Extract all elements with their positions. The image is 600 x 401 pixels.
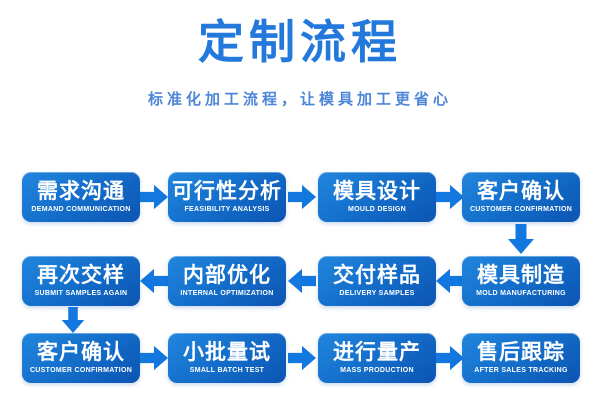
- step-subtitle: AFTER SALES TRACKING: [474, 367, 568, 374]
- step-subtitle: DEMAND COMMUNICATION: [31, 206, 131, 213]
- step-title: 交付样品: [333, 264, 421, 287]
- step-title: 进行量产: [333, 341, 421, 364]
- step-title: 小批量试: [183, 341, 271, 364]
- step-title: 模具设计: [333, 180, 421, 203]
- flow-step-feasibility-analysis: 可行性分析 FEASIBILITY ANALYSIS: [168, 172, 286, 222]
- arrow-right-icon: [288, 345, 316, 371]
- step-title: 客户确认: [477, 180, 565, 203]
- arrow-down-icon: [508, 224, 534, 254]
- step-subtitle: MOULD DESIGN: [347, 206, 407, 213]
- arrow-right-icon: [436, 184, 464, 210]
- page-subtitle: 标准化加工流程，让模具加工更省心: [147, 91, 452, 108]
- arrow-right-icon: [140, 184, 168, 210]
- flow-step-customer-confirmation-1: 客户确认 CUSTOMER CONFIRMATION: [462, 172, 580, 222]
- step-title: 需求沟通: [37, 180, 125, 203]
- step-title: 再次交样: [37, 264, 125, 287]
- flow-step-demand-communication: 需求沟通 DEMAND COMMUNICATION: [22, 172, 140, 222]
- step-subtitle: MOLD MANUFACTURING: [476, 290, 566, 297]
- flow-step-mass-production: 进行量产 MASS PRODUCTION: [318, 333, 436, 383]
- arrow-right-icon: [288, 184, 316, 210]
- flow-step-after-sales-tracking: 售后跟踪 AFTER SALES TRACKING: [462, 333, 580, 383]
- flow-row-3: 客户确认 CUSTOMER CONFIRMATION 小批量试 SMALL BA…: [0, 333, 600, 383]
- arrow-right-icon: [436, 345, 464, 371]
- arrow-left-icon: [140, 268, 168, 294]
- flow-step-customer-confirmation-2: 客户确认 CUSTOMER CONFIRMATION: [22, 333, 140, 383]
- flow-step-mold-manufacturing: 模具制造 MOLD MANUFACTURING: [462, 256, 580, 306]
- flow-row-1: 需求沟通 DEMAND COMMUNICATION 可行性分析 FEASIBIL…: [0, 172, 600, 222]
- arrow-down-icon: [61, 307, 85, 333]
- flow-step-internal-optimization: 内部优化 INTERNAL OPTIMIZATION: [168, 256, 286, 306]
- step-subtitle: MASS PRODUCTION: [340, 367, 414, 374]
- step-title: 模具制造: [477, 264, 565, 287]
- step-title: 售后跟踪: [477, 341, 565, 364]
- step-subtitle: INTERNAL OPTIMIZATION: [180, 290, 274, 297]
- step-subtitle: DELIVERY SAMPLES: [339, 290, 415, 297]
- flow-step-delivery-samples: 交付样品 DELIVERY SAMPLES: [318, 256, 436, 306]
- step-subtitle: CUSTOMER CONFIRMATION: [29, 367, 133, 374]
- page-title: 定制流程: [198, 16, 402, 68]
- arrow-left-icon: [288, 268, 316, 294]
- arrow-right-icon: [140, 345, 168, 371]
- arrow-left-icon: [436, 268, 464, 294]
- flow-step-submit-samples-again: 再次交样 SUBMIT SAMPLES AGAIN: [22, 256, 140, 306]
- flow-row-2: 再次交样 SUBMIT SAMPLES AGAIN 内部优化 INTERNAL …: [0, 256, 600, 306]
- step-subtitle: FEASIBILITY ANALYSIS: [184, 206, 270, 213]
- flow-step-small-batch-test: 小批量试 SMALL BATCH TEST: [168, 333, 286, 383]
- step-subtitle: CUSTOMER CONFIRMATION: [469, 206, 573, 213]
- step-title: 内部优化: [183, 264, 271, 287]
- step-title: 可行性分析: [172, 180, 282, 203]
- flow-step-mould-design: 模具设计 MOULD DESIGN: [318, 172, 436, 222]
- step-subtitle: SMALL BATCH TEST: [189, 367, 265, 374]
- step-subtitle: SUBMIT SAMPLES AGAIN: [34, 290, 128, 297]
- step-title: 客户确认: [37, 341, 125, 364]
